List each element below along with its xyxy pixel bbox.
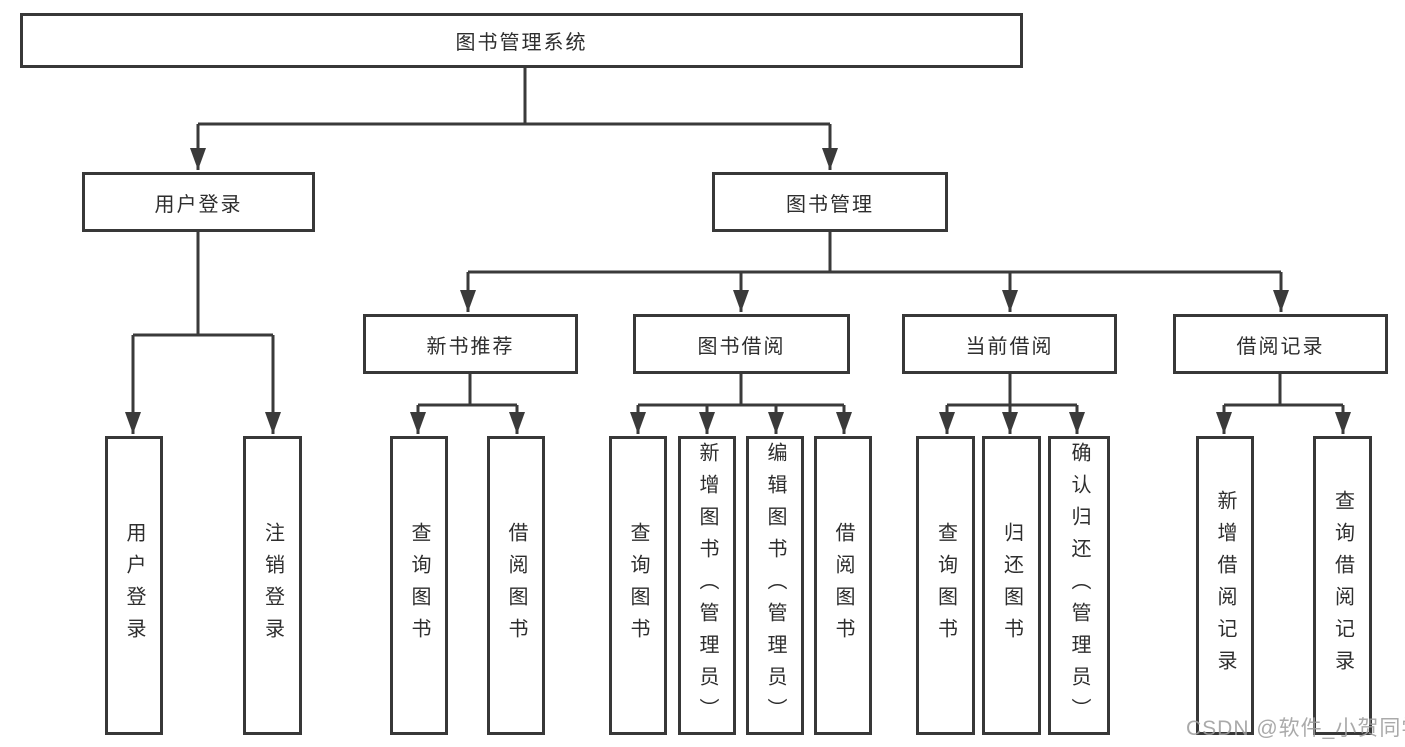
node-label: 用户登录	[123, 521, 145, 650]
node-library-management-system: 图书管理系统	[20, 13, 1023, 68]
node-label: 归还图书	[1000, 521, 1023, 650]
leaf-borrow-books: 借阅图书	[814, 436, 872, 735]
node-label: 查询图书	[627, 521, 649, 650]
node-label: 用户登录	[154, 193, 243, 216]
csdn-watermark: CSDN @软件_小贺同学	[1186, 717, 1405, 740]
node-label: 图书管理	[786, 193, 874, 216]
leaf-add-books-admin: 新增图书（管理员）	[678, 436, 736, 735]
node-label: 查询图书	[934, 521, 957, 650]
leaf-add-borrow-record: 新增借阅记录	[1196, 436, 1254, 735]
leaf-logout: 注销登录	[243, 436, 302, 735]
leaf-return-books: 归还图书	[982, 436, 1041, 735]
node-label: 新增借阅记录	[1214, 489, 1236, 682]
node-label: 编辑图书（管理员）	[764, 441, 786, 730]
node-label: 当前借阅	[965, 335, 1054, 358]
node-label: 图书借阅	[697, 335, 786, 358]
leaf-query-borrow-record: 查询借阅记录	[1313, 436, 1372, 735]
node-book-borrowing: 图书借阅	[633, 314, 850, 374]
node-label: 确认归还（管理员）	[1068, 441, 1090, 730]
leaf-confirm-return-admin: 确认归还（管理员）	[1048, 436, 1110, 735]
node-label: 新增图书（管理员）	[696, 441, 718, 730]
leaf-edit-books-admin: 编辑图书（管理员）	[746, 436, 804, 735]
node-label: 借阅图书	[505, 521, 527, 650]
node-label: 图书管理系统	[455, 32, 588, 54]
leaf-user-login: 用户登录	[105, 436, 163, 735]
node-label: 借阅记录	[1236, 335, 1325, 358]
node-label: 查询借阅记录	[1331, 489, 1354, 682]
leaf-borrow-books-recommendation: 借阅图书	[487, 436, 545, 735]
node-user-login: 用户登录	[82, 172, 315, 232]
leaf-query-books-recommendation: 查询图书	[390, 436, 448, 735]
leaf-query-books-borrowing: 查询图书	[609, 436, 667, 735]
node-label: 查询图书	[408, 521, 430, 650]
node-label: 注销登录	[261, 521, 284, 650]
node-new-book-recommendation: 新书推荐	[363, 314, 578, 374]
leaf-query-books-current: 查询图书	[916, 436, 975, 735]
node-label: 借阅图书	[832, 521, 854, 650]
node-current-borrowing: 当前借阅	[902, 314, 1117, 374]
node-book-management: 图书管理	[712, 172, 948, 232]
node-borrowing-records: 借阅记录	[1173, 314, 1388, 374]
node-label: 新书推荐	[426, 335, 515, 358]
